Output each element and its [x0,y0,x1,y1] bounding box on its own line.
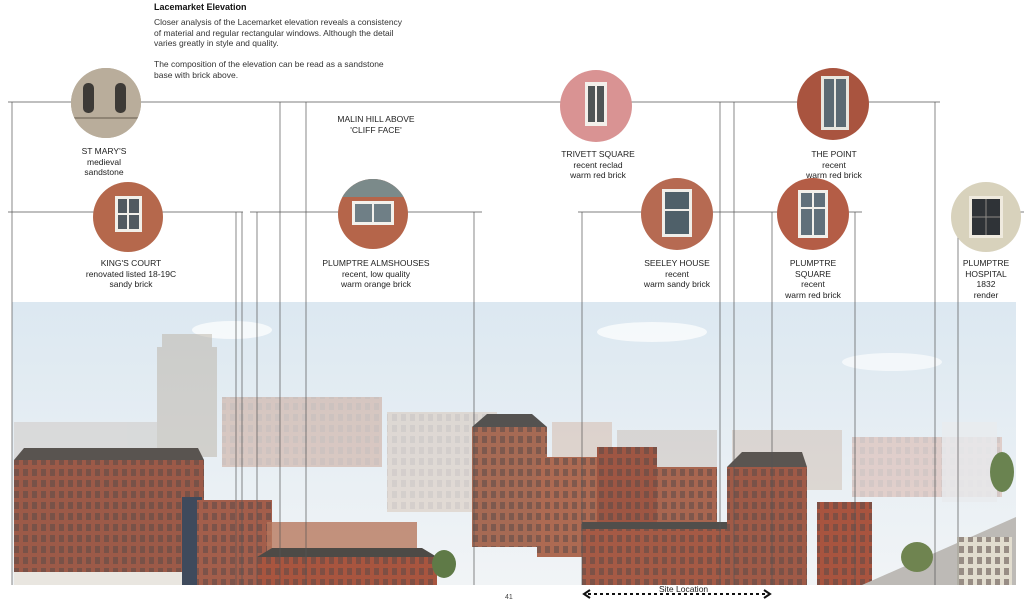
composition-paragraph: The composition of the elevation can be … [154,59,384,80]
trivett-square-label: TRIVETT SQUARE recent reclad warm red br… [561,149,635,180]
site-location-arrow [582,589,772,599]
kings-court-sample [93,182,163,252]
page-title: Lacemarket Elevation [154,2,247,12]
st-marys-sample [71,68,141,138]
the-point-label: THE POINT recent warm red brick [806,149,862,180]
kings-court-label: KING'S COURT renovated listed 18-19C san… [85,258,177,289]
seeley-house-label: SEELEY HOUSE recent warm sandy brick [643,258,711,289]
the-point-sample [797,68,869,140]
malin-hill-label: MALIN HILL ABOVE 'CLIFF FACE' [337,114,415,135]
plumptre-square-label: PLUMPTRE SQUARE recent warm red brick [785,258,841,300]
elevation-panorama [12,302,1016,585]
seeley-house-sample [641,178,713,250]
plumptre-almshouses-sample [338,179,408,249]
plumptre-hospital-label: PLUMPTRE HOSPITAL 1832 render [962,258,1010,300]
plumptre-almshouses-label: PLUMPTRE ALMSHOUSES recent, low quality … [322,258,430,289]
site-location-label: Site Location [659,584,709,594]
st-marys-label: ST MARY'S medieval sandstone [81,146,127,177]
page-number: 41 [505,594,513,601]
intro-paragraph: Closer analysis of the Lacemarket elevat… [154,17,403,48]
plumptre-square-sample [777,178,849,250]
trivett-square-sample [560,70,632,142]
plumptre-hospital-sample [951,182,1021,252]
